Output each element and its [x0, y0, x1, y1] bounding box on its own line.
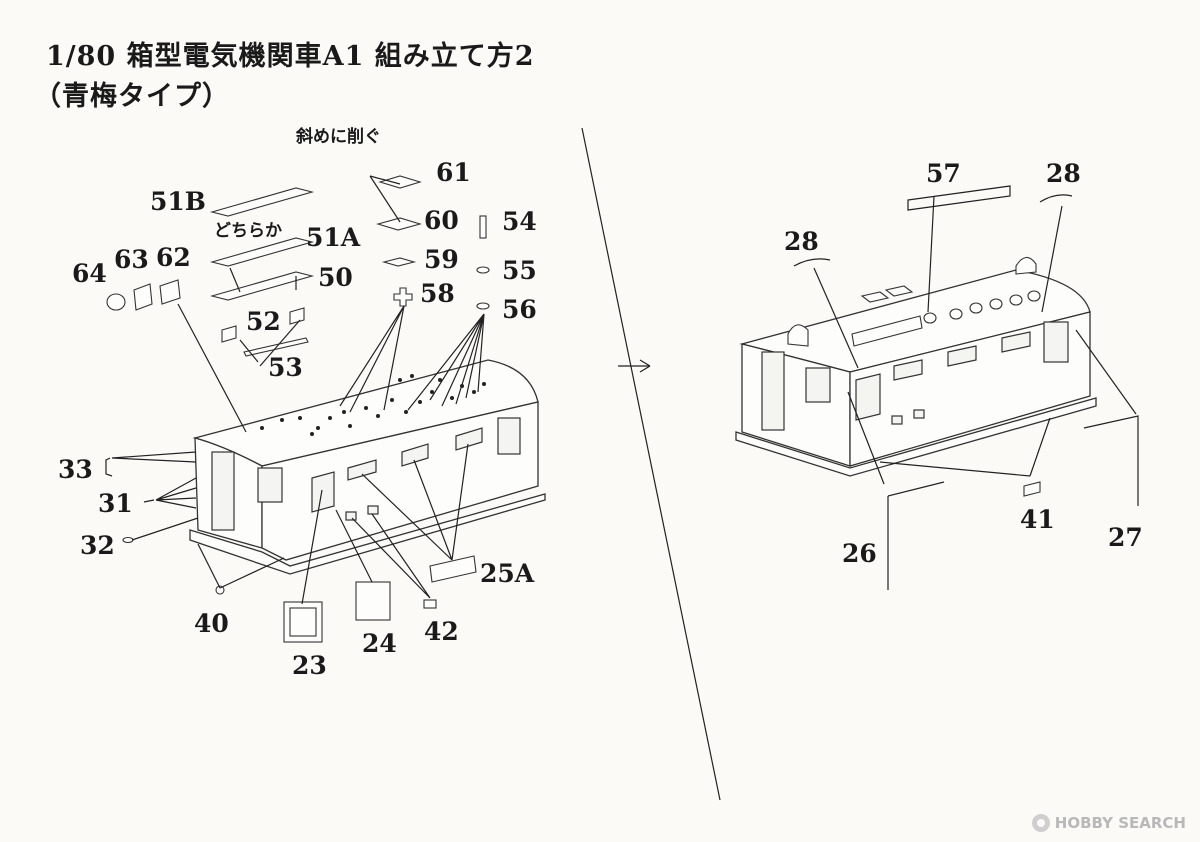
part-50-plate: [209, 271, 315, 301]
side-window: [347, 459, 377, 481]
side-window: [1043, 321, 1069, 363]
vent: [367, 505, 379, 515]
end-door: [761, 351, 785, 431]
label-24: 24: [362, 629, 397, 658]
part-54-pin: [479, 215, 487, 239]
side-window: [1001, 331, 1031, 353]
label-26: 26: [842, 539, 877, 568]
label-28-left: 28: [784, 227, 819, 256]
side-door-window: [855, 373, 881, 421]
label-53: 53: [268, 353, 303, 382]
label-59: 59: [424, 245, 459, 274]
part-51A-plate: [209, 237, 315, 267]
part-26-rail: [887, 481, 945, 497]
label-56: 56: [502, 295, 537, 324]
label-51A: 51A: [306, 223, 361, 252]
part-59-plate: [381, 257, 417, 267]
label-62: 62: [156, 243, 191, 272]
part-41-step: [1023, 481, 1041, 497]
side-door-window: [311, 471, 335, 513]
label-52: 52: [246, 307, 281, 336]
side-window: [893, 359, 923, 381]
part-28-handrail: [793, 258, 831, 267]
label-63: 63: [114, 245, 149, 274]
part-51B-plate: [209, 187, 315, 217]
page-subtitle: （青梅タイプ）: [34, 81, 230, 112]
label-41: 41: [1020, 505, 1055, 534]
label-42: 42: [424, 617, 459, 646]
label-23: 23: [292, 651, 327, 680]
note-either: どちらか: [214, 221, 282, 241]
part-58-cross: [393, 287, 413, 307]
left-locomotive-body: [189, 359, 546, 575]
side-window: [497, 417, 521, 455]
page-title: 1/80 箱型電気機関車A1 組み立て方2: [46, 41, 535, 72]
label-50: 50: [318, 263, 353, 292]
part-24-frame: [355, 581, 391, 621]
part-28-handrail: [1039, 194, 1073, 203]
hobby-search-logo-icon: [1031, 814, 1050, 832]
label-58: 58: [420, 279, 455, 308]
label-64: 64: [72, 259, 107, 288]
label-33: 33: [58, 455, 93, 484]
part-40-ring: [215, 585, 225, 595]
vent: [891, 415, 903, 425]
side-window: [401, 443, 429, 467]
label-61: 61: [436, 158, 471, 187]
vent: [345, 511, 357, 521]
part-42-vent: [423, 599, 437, 609]
part-60-hatch: [376, 217, 422, 231]
part-64-63-62-lamps: [106, 279, 181, 311]
part-57-strip: [907, 185, 1011, 211]
part-23-frame: [283, 601, 323, 643]
label-28-right: 28: [1046, 159, 1081, 188]
watermark-text: HOBBY SEARCH: [1054, 814, 1186, 832]
label-57: 57: [926, 159, 961, 188]
right-locomotive-body: [735, 256, 1097, 477]
part-25A-window: [429, 555, 477, 583]
label-32: 32: [80, 531, 115, 560]
side-window: [455, 427, 483, 451]
vent: [913, 409, 925, 419]
part-55-washer: [476, 266, 490, 274]
side-window: [947, 345, 977, 367]
leader-lines-left: [111, 175, 485, 605]
label-40: 40: [194, 609, 229, 638]
part-56-washer: [476, 302, 490, 310]
watermark: HOBBY SEARCH: [1031, 814, 1186, 832]
label-51B: 51B: [150, 187, 206, 216]
end-window: [257, 467, 283, 503]
arrow-icon: [618, 359, 651, 373]
part-33-31-32-handrails: [105, 457, 155, 544]
note-bevel: 斜めに削ぐ: [295, 126, 381, 147]
leader-lines-right: [813, 195, 1137, 485]
label-27: 27: [1108, 523, 1143, 552]
part-61-hatch: [378, 175, 422, 189]
part-52-steps: [221, 307, 305, 343]
end-window: [805, 367, 831, 403]
divider-line: [581, 127, 721, 801]
label-55: 55: [502, 256, 537, 285]
label-31: 31: [98, 489, 133, 518]
label-25A: 25A: [480, 559, 535, 588]
label-54: 54: [502, 207, 537, 236]
label-60: 60: [424, 206, 459, 235]
end-door: [211, 451, 235, 531]
part-27-rail: [1083, 415, 1139, 506]
